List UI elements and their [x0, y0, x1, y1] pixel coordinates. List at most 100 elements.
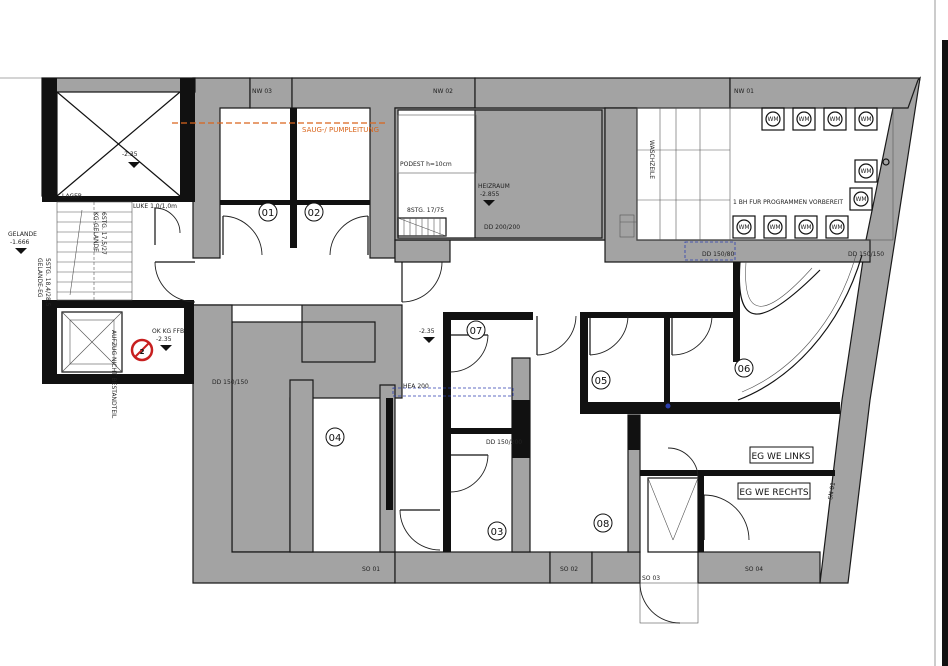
door-heizraum	[401, 261, 443, 303]
shaft-x-2	[56, 91, 181, 197]
partition-01-02	[290, 108, 297, 248]
room-label-07: 07	[470, 326, 483, 337]
heizraum-level: -2.855	[480, 191, 500, 198]
level-top-left: -2.35	[122, 151, 138, 158]
door-06	[671, 315, 713, 356]
wall-top-left	[192, 77, 251, 259]
svg-text:WM: WM	[855, 196, 866, 203]
gelande-label: GELANDE	[8, 231, 37, 238]
luke-label: LUKE 1,0/1,0m	[133, 203, 177, 210]
door-eg-rechts	[703, 494, 750, 541]
tag-nw03: NW 03	[252, 88, 272, 95]
tag-so03: SO 03	[642, 575, 660, 582]
tag-nw02: NW 02	[433, 88, 453, 95]
partition-07-top	[443, 312, 533, 320]
svg-text:WM: WM	[860, 116, 871, 123]
partition-06-left	[733, 262, 740, 362]
partition-0102-bottom	[220, 200, 370, 205]
wall-bottom-1	[394, 551, 551, 584]
wall-bottom-3	[591, 551, 641, 584]
eg-we-links-box	[749, 446, 814, 464]
fire-extinguisher-icon: 2	[130, 338, 154, 362]
tag-so04: SO 04	[745, 566, 763, 573]
partition-08-right-dark	[628, 415, 640, 450]
tag-sn01: SN 01	[827, 481, 837, 500]
wall-bottom-2	[549, 551, 593, 584]
wall-right-slanted	[819, 76, 921, 584]
heizraum-label: HEIZRAUM	[478, 183, 510, 190]
door-03	[449, 454, 489, 493]
lager-label: LAGER	[62, 193, 82, 200]
tag-db3: DD 150/150	[848, 251, 884, 258]
kg-gelande-stg: 6STG. 17,5/27	[100, 212, 107, 255]
door-entrance	[639, 447, 699, 624]
partition-05-top	[588, 312, 664, 318]
svg-text:WM: WM	[800, 224, 811, 231]
tag-so01: SO 01	[362, 566, 380, 573]
svg-text:WM: WM	[798, 116, 809, 123]
partition-dark-column	[512, 400, 530, 458]
room-label-06: 06	[738, 364, 751, 375]
laundry-grid	[619, 108, 731, 240]
aufzug-label: AUFZUG NICHT BESTANDTEIL	[110, 330, 117, 419]
stair-heizraum-steps	[397, 217, 447, 237]
tag-db1: DD 200/200	[484, 224, 520, 231]
room-markers	[258, 202, 754, 541]
luke-door-swing	[154, 207, 181, 234]
level-marker-center	[423, 337, 435, 343]
waschzeile-label: WASCHZEILE	[648, 140, 655, 179]
washing-machines-top	[761, 107, 878, 131]
ok-kg-level: -2.35	[156, 336, 172, 343]
washing-machines-bottom	[732, 215, 849, 239]
tag-so02: SO 02	[560, 566, 578, 573]
room-label-02: 02	[308, 208, 321, 219]
gelande-level: -1.666	[10, 239, 30, 246]
wall-bottom-4	[697, 551, 821, 584]
room-label-05: 05	[595, 376, 608, 387]
door-02	[329, 215, 369, 256]
washing-machines-right	[849, 159, 878, 211]
curved-wall-06-bottom	[737, 254, 863, 401]
svg-text:2: 2	[140, 348, 145, 356]
hea-label: HEA 200	[403, 383, 429, 390]
curved-wall-06-top	[738, 261, 821, 315]
lift-shaft	[61, 311, 123, 373]
svg-text:WM: WM	[769, 224, 780, 231]
room-label-01: 01	[262, 208, 275, 219]
podest-label: PODEST h=10cm	[400, 161, 452, 168]
wall-annex-top	[41, 77, 196, 197]
room-label-03: 03	[491, 527, 504, 538]
svg-text:WM: WM	[767, 116, 778, 123]
tag-db5: DD 150/150	[212, 379, 248, 386]
wall-lift-top	[42, 300, 192, 308]
wall-lift-right	[184, 300, 194, 384]
svg-text:WM: WM	[738, 224, 749, 231]
partition-05-06-bottom	[580, 402, 840, 414]
wm-labels: WM WM WM WM WM WM WM WM WM WM	[738, 116, 871, 231]
curved-wall-06-top-inner	[745, 261, 813, 307]
door-05	[589, 315, 629, 356]
room-label-04: 04	[329, 433, 342, 444]
unit-label-eg-we-links: EG WE LINKS	[752, 452, 811, 462]
svg-text:WM: WM	[831, 224, 842, 231]
level-marker-top-left	[128, 162, 140, 168]
tag-db2: DD 150/80	[702, 251, 734, 258]
pump-line-label: SAUG-/ PUMPLEITUNG	[302, 126, 379, 134]
ok-kg-label: OK KG FFB	[152, 328, 184, 335]
eg-we-rechts-box	[737, 482, 811, 500]
stair-main-label: 8STG. 17/75	[407, 207, 444, 214]
wall-annex-mid-dark	[42, 196, 195, 202]
tag-db4: DD 150/200	[486, 439, 522, 446]
svg-text:WM: WM	[860, 168, 871, 175]
partition-06-top	[670, 312, 740, 318]
door-04-right	[399, 509, 441, 551]
wall-laundry	[604, 107, 871, 263]
svg-text:WM: WM	[829, 116, 840, 123]
door-01	[222, 215, 263, 256]
kg-gelande-label: KG-GELANDE	[92, 212, 99, 252]
stair-left	[56, 201, 133, 301]
curved-wall-06-bottom-inner	[741, 254, 857, 393]
gelande-eg-stg: 5STG. 18,4/28,5	[44, 258, 51, 307]
